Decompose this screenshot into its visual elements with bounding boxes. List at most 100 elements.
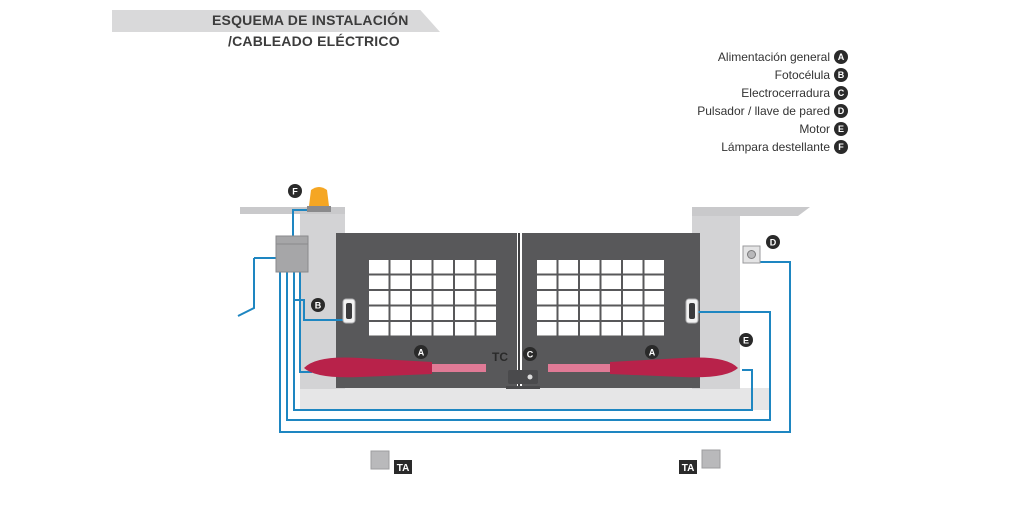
gate-window-cell [433, 275, 453, 289]
letter-badge: B [834, 68, 848, 82]
title-banner [112, 10, 440, 32]
legend-item-b: Fotocélula B [697, 66, 848, 84]
gate-window-cell [623, 291, 643, 305]
gate-window-cell [476, 260, 496, 274]
svg-text:E: E [743, 336, 749, 346]
gate-window-cell [580, 260, 600, 274]
gate-window-cell [623, 275, 643, 289]
gate-window-cell [601, 306, 621, 320]
gate-window-cell [433, 260, 453, 274]
gate-window-cell [476, 306, 496, 320]
legend-label: Electrocerradura [741, 86, 830, 100]
legend-label: Motor [799, 122, 830, 136]
left-motor [304, 357, 486, 378]
letter-badge: C [834, 86, 848, 100]
callout-e: E [739, 333, 753, 347]
gate-window-cell [623, 306, 643, 320]
callout-a-right: A [645, 345, 659, 359]
gate-window-cell [455, 260, 475, 274]
gate-window-cell [476, 322, 496, 336]
gate-window-cell [558, 275, 578, 289]
gate-window-cell [580, 306, 600, 320]
legend-item-c: Electrocerradura C [697, 84, 848, 102]
gate-window-cell [537, 275, 557, 289]
right-motor [548, 357, 738, 378]
gate-window-cell [412, 322, 432, 336]
gate-window-cell [537, 260, 557, 274]
svg-text:C: C [527, 350, 534, 360]
gate-window-cell [390, 322, 410, 336]
ta-right-label: TA [682, 463, 695, 474]
gate-window-cell [558, 322, 578, 336]
gate-window-cell [558, 260, 578, 274]
gate-window-cell [644, 291, 664, 305]
gate-window-cell [537, 306, 557, 320]
floor-stop-left [370, 450, 390, 470]
gate-window-cell [644, 322, 664, 336]
gate-window-cell [601, 322, 621, 336]
gate-window-cell [601, 275, 621, 289]
gate-window-cell [601, 260, 621, 274]
gate-window-cell [558, 306, 578, 320]
gate-window-cell [390, 306, 410, 320]
callout-f: F [288, 184, 302, 198]
legend-label: Lámpara destellante [721, 140, 830, 154]
gate-window-cell [412, 275, 432, 289]
page-subtitle: /CABLEADO ELÉCTRICO [228, 33, 400, 49]
gate-window-cell [537, 322, 557, 336]
gate-window-cell [369, 260, 389, 274]
gate-window-cell [369, 275, 389, 289]
gate-window-cell [433, 306, 453, 320]
gate-window-cell [390, 291, 410, 305]
letter-badge: D [834, 104, 848, 118]
svg-text:D: D [770, 238, 777, 248]
svg-text:B: B [315, 301, 322, 311]
lamp-base [307, 206, 331, 212]
gate-window-cell [412, 260, 432, 274]
gate-window-cell [433, 291, 453, 305]
gate-window-cell [455, 291, 475, 305]
gate-window-cell [369, 322, 389, 336]
letter-badge: A [834, 50, 848, 64]
letter-badge: F [834, 140, 848, 154]
legend-item-f: Lámpara destellante F [697, 138, 848, 156]
callout-c: C [523, 347, 537, 361]
svg-text:A: A [649, 348, 656, 358]
ta-left-label: TA [397, 463, 410, 474]
svg-text:F: F [292, 187, 298, 197]
gate-window-cell [537, 291, 557, 305]
right-wall-top [692, 207, 810, 216]
flashing-lamp [309, 187, 329, 206]
gate-window-cell [390, 260, 410, 274]
legend-item-a: Alimentación general A [697, 48, 848, 66]
gate-window-cell [433, 322, 453, 336]
legend-label: Alimentación general [717, 50, 830, 64]
wiring [237, 209, 791, 433]
gate-window-cell [369, 306, 389, 320]
letter-badge: E [834, 122, 848, 136]
ta-left-tag [394, 460, 412, 474]
gate-window-cell [580, 275, 600, 289]
ta-right-tag [679, 460, 697, 474]
ground [300, 388, 770, 410]
svg-text:A: A [418, 348, 425, 358]
gate-window-cell [390, 275, 410, 289]
electric-lock [506, 370, 540, 389]
gate-window-cell [476, 291, 496, 305]
tc-label: TC [492, 350, 508, 364]
callout-a-left: A [414, 345, 428, 359]
gate-window-cell [644, 306, 664, 320]
gate-window-cell [580, 291, 600, 305]
legend-label: Fotocélula [774, 68, 830, 82]
floor-stop-right [701, 449, 721, 469]
gate-window-cell [476, 275, 496, 289]
callout-b: B [311, 298, 325, 312]
right-gate-grid [537, 260, 664, 336]
legend-label: Pulsador / llave de pared [697, 104, 830, 118]
gate-window-cell [580, 322, 600, 336]
legend-item-e: Motor E [697, 120, 848, 138]
gate-window-cell [644, 275, 664, 289]
gate-window-cell [369, 291, 389, 305]
gate-window-cell [601, 291, 621, 305]
